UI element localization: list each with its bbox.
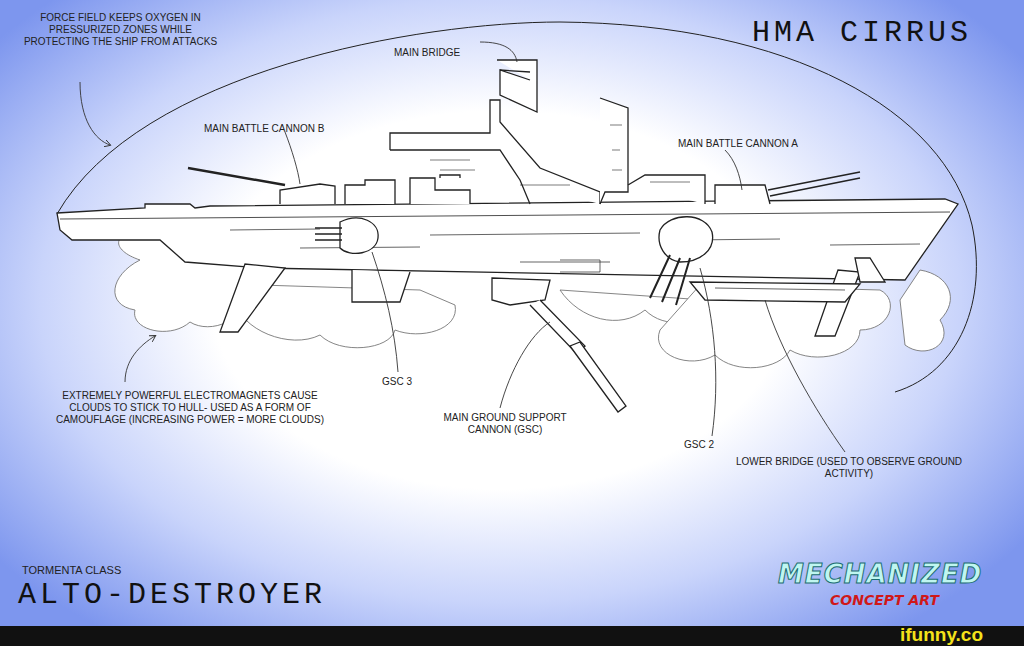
callout-note: FORCE FIELD KEEPS OXYGEN IN PRESSURIZED … [18, 12, 223, 48]
part-label: MAIN BATTLE CANNON B [204, 123, 324, 135]
part-label: LOWER BRIDGE (USED TO OBSERVE GROUND ACT… [718, 456, 980, 480]
callout-note: EXTREMELY POWERFUL ELECTROMAGNETS CAUSE … [55, 390, 325, 426]
part-label: GSC 2 [684, 439, 714, 451]
logo-subtitle: CONCEPT ART [830, 592, 939, 608]
ship-type: ALTO-DESTROYER [18, 578, 326, 612]
part-label: MAIN GROUND SUPPORT CANNON (GSC) [440, 412, 570, 436]
watermark: ifunny.co [900, 624, 983, 645]
footer-bar [0, 626, 1024, 646]
ship-title: HMA CIRRUS [752, 16, 972, 50]
part-label: MAIN BATTLE CANNON A [678, 138, 798, 150]
class-label: TORMENTA CLASS [22, 564, 121, 576]
logo-text: MECHANIZED [778, 559, 982, 589]
part-label: GSC 3 [382, 376, 412, 388]
part-label: MAIN BRIDGE [394, 47, 460, 59]
